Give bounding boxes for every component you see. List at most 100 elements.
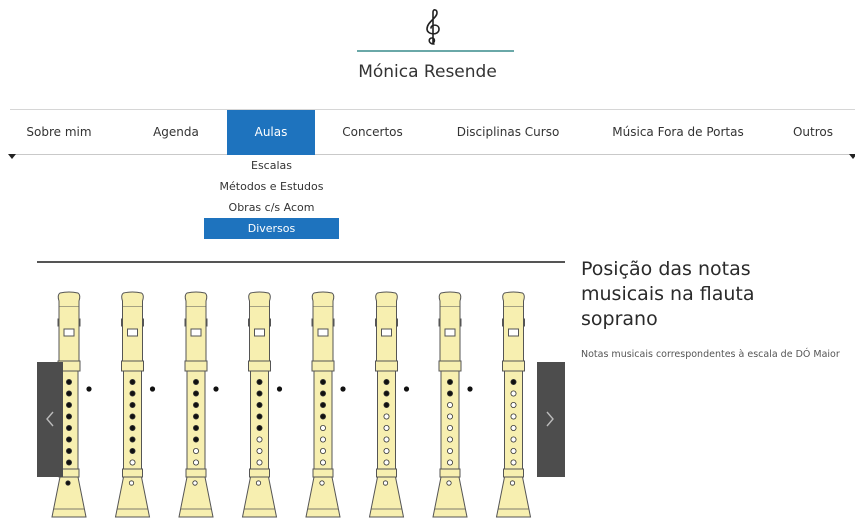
bottom-hole <box>382 480 389 486</box>
thumb-hole-indicator <box>86 386 92 392</box>
open-hole <box>192 447 199 454</box>
covered-hole <box>65 401 72 408</box>
recorder-joint-ring <box>438 360 462 372</box>
covered-hole <box>383 379 390 386</box>
open-hole <box>446 459 453 466</box>
bottom-hole <box>128 480 135 486</box>
bottom-hole <box>192 480 198 486</box>
recorder-3 <box>178 291 219 518</box>
open-hole <box>510 401 517 408</box>
bottom-hole <box>509 480 516 486</box>
open-hole <box>446 436 453 443</box>
open-hole <box>383 413 390 420</box>
open-hole <box>510 424 517 431</box>
covered-hole <box>383 401 390 408</box>
recorder-7 <box>432 291 473 518</box>
recorder-lower-ring <box>185 468 207 478</box>
covered-hole <box>446 379 453 386</box>
covered-hole <box>129 447 136 454</box>
recorder-window <box>127 328 138 337</box>
treble-clef-icon <box>426 9 440 45</box>
nav-item-aulas[interactable]: Aulas <box>227 110 315 155</box>
recorder-fingering-chart <box>51 291 532 518</box>
recorder-window <box>254 328 265 337</box>
thumb-hole-indicator <box>403 386 410 392</box>
nav-item-concertos[interactable]: Concertos <box>342 125 403 139</box>
covered-hole <box>65 436 72 443</box>
open-hole <box>446 447 453 454</box>
covered-hole <box>192 390 199 397</box>
covered-hole <box>129 436 136 443</box>
dropdown-item-diversos[interactable]: Diversos <box>204 218 339 239</box>
nav-item-sobre-mim[interactable]: Sobre mim <box>26 125 92 139</box>
bottom-hole <box>255 480 262 486</box>
recorder-window <box>63 328 75 337</box>
bottom-hole <box>446 480 452 486</box>
nav-scroll-left-icon[interactable] <box>8 154 16 159</box>
covered-hole <box>319 379 326 386</box>
recorder-6 <box>368 291 410 518</box>
recorder-lower-ring <box>122 468 143 478</box>
covered-hole <box>192 379 199 386</box>
nav-item-outros[interactable]: Outros <box>792 125 834 139</box>
dropdown-item-metodos-e-estudos[interactable]: Métodos e Estudos <box>219 180 324 193</box>
open-hole <box>256 436 263 443</box>
open-hole <box>446 413 453 420</box>
covered-hole <box>319 413 326 420</box>
open-hole <box>129 459 136 466</box>
recorder-joint-ring <box>502 360 525 372</box>
recorder-body <box>504 370 523 472</box>
covered-hole <box>256 424 263 431</box>
open-hole <box>383 424 390 431</box>
dropdown-item-obras-cs-acom[interactable]: Obras c/s Acom <box>228 201 315 214</box>
recorder-bell <box>51 476 87 518</box>
nav-item-musica-fora-de-portas[interactable]: Música Fora de Portas <box>612 125 744 139</box>
recorder-5 <box>305 291 346 518</box>
nav-scroll-right-icon[interactable] <box>849 154 855 159</box>
recorder-lower-ring <box>376 468 397 478</box>
covered-hole <box>65 447 72 454</box>
recorder-bell <box>368 476 405 518</box>
dropdown-item-escalas[interactable]: Escalas <box>251 159 292 172</box>
gallery-prev-button[interactable] <box>37 362 63 477</box>
nav-item-disciplinas-curso[interactable]: Disciplinas Curso <box>456 125 560 139</box>
open-hole <box>510 459 517 466</box>
covered-hole <box>446 390 453 397</box>
covered-hole <box>65 424 72 431</box>
recorder-head <box>375 291 398 308</box>
recorder-head <box>438 291 462 308</box>
recorder-joint-ring <box>375 360 398 372</box>
covered-hole <box>65 390 72 397</box>
recorder-bell <box>241 476 278 518</box>
recorder-head <box>502 291 525 308</box>
recorder-body <box>440 370 460 472</box>
covered-hole <box>256 390 263 397</box>
covered-hole <box>129 401 136 408</box>
covered-hole <box>65 413 72 420</box>
recorder-window <box>190 328 202 337</box>
nav-item-agenda[interactable]: Agenda <box>153 125 199 139</box>
bottom-hole <box>65 480 71 486</box>
covered-hole <box>129 413 136 420</box>
site-header: Mónica Resende <box>0 0 855 100</box>
recorder-head <box>184 291 208 308</box>
site-title[interactable]: Mónica Resende <box>358 62 497 82</box>
covered-hole <box>383 390 390 397</box>
recorder-head <box>311 291 335 308</box>
covered-hole <box>319 401 326 408</box>
chevron-left-icon <box>46 411 54 427</box>
thumb-hole-indicator <box>213 386 219 392</box>
recorder-head <box>121 291 144 308</box>
recorder-body <box>123 370 142 472</box>
open-hole <box>319 459 326 466</box>
recorder-body <box>250 370 269 472</box>
gallery-next-button[interactable] <box>537 362 565 477</box>
thumb-hole-indicator <box>149 386 156 392</box>
recorder-8 <box>495 291 532 518</box>
recorder-joint-ring <box>121 360 144 372</box>
open-hole <box>446 424 453 431</box>
recorder-body <box>377 370 396 472</box>
covered-hole <box>256 379 263 386</box>
covered-hole <box>319 390 326 397</box>
open-hole <box>510 436 517 443</box>
